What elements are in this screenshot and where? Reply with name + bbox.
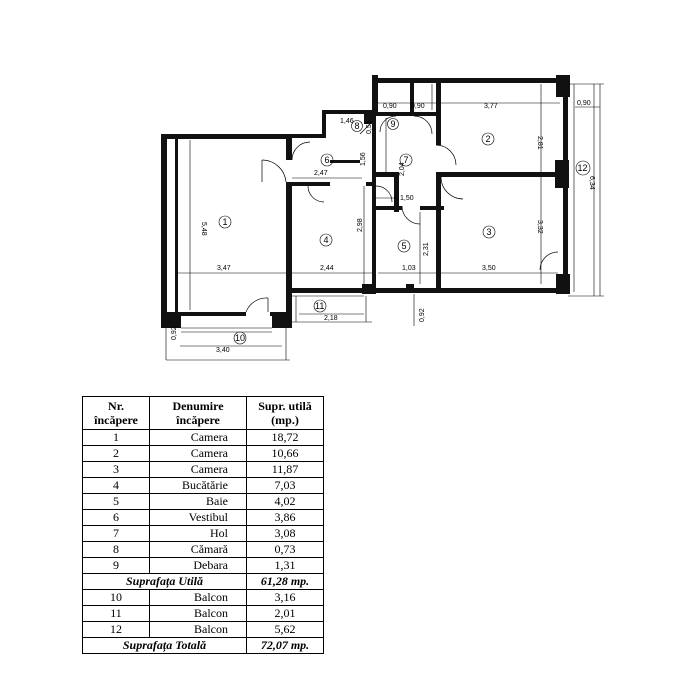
header-nr: Nr. încăpere <box>82 396 150 430</box>
dim-r5-height: 2,31 <box>423 242 430 256</box>
room-marker-2: 2 <box>481 132 495 146</box>
svg-text:5: 5 <box>402 241 407 251</box>
dim-r11-width: 2,18 <box>324 315 338 322</box>
dim-r7-width: 1,56 <box>360 152 367 166</box>
svg-text:1: 1 <box>223 217 228 227</box>
dim-r3-height: 3,32 <box>536 220 543 234</box>
room-marker-10: 10 <box>233 331 247 345</box>
svg-text:3: 3 <box>487 227 492 237</box>
room-marker-4: 4 <box>319 233 333 247</box>
room-marker-12: 12 <box>575 160 591 176</box>
dim-r4-height: 2,98 <box>357 218 364 232</box>
svg-text:6: 6 <box>325 155 330 165</box>
svg-text:9: 9 <box>391 119 396 129</box>
floor-plan: 5,48 3,47 0,92 3,40 2,47 2,44 2,98 1,03 … <box>161 75 604 361</box>
balcony-outlines <box>165 83 604 361</box>
walls <box>161 75 570 328</box>
svg-text:8: 8 <box>355 121 360 131</box>
dim-r4-width: 2,44 <box>320 265 334 272</box>
dim-r7-width2: 1,50 <box>400 195 414 202</box>
svg-text:4: 4 <box>324 235 329 245</box>
dim-r3-width: 3,50 <box>482 265 496 272</box>
dimension-lines <box>176 84 600 347</box>
dim-r9-width: 0,90 <box>383 103 397 110</box>
room-marker-7: 7 <box>399 153 413 167</box>
dim-r12-width: 0,90 <box>577 100 591 107</box>
dim-r1-width: 3,47 <box>217 265 231 272</box>
svg-text:7: 7 <box>404 155 409 165</box>
svg-text:2: 2 <box>486 134 491 144</box>
svg-text:12: 12 <box>578 163 588 173</box>
dim-r8-width: 1,46 <box>340 118 354 125</box>
svg-text:10: 10 <box>235 333 245 343</box>
room-marker-11: 11 <box>313 299 327 313</box>
room-marker-1: 1 <box>218 215 232 229</box>
dim-r5-width: 1,03 <box>402 265 416 272</box>
door-swings <box>245 115 559 313</box>
dim-r8-height: 0,55 <box>366 120 373 134</box>
room-marker-6: 6 <box>320 153 334 167</box>
room-marker-9: 9 <box>387 118 399 130</box>
header-area: Supr. utilă (mp.) <box>246 396 324 430</box>
dim-r7-height: 2,04 <box>399 162 406 176</box>
svg-text:11: 11 <box>315 301 324 311</box>
useful-area-value: 61,28 mp. <box>246 573 324 590</box>
dim-r11-height: 0,92 <box>419 308 426 322</box>
useful-area-label: Suprafața Utilă <box>82 573 247 590</box>
dim-r9-width2: 0,90 <box>411 103 425 110</box>
dim-r2-height: 2,81 <box>536 136 543 150</box>
total-area-label: Suprafața Totală <box>82 637 247 654</box>
room-markers: 1 2 3 4 5 6 7 8 9 10 11 12 <box>218 118 591 345</box>
table-header-row: Nr. încăpere Denumire încăpere Supr. uti… <box>82 396 324 430</box>
dim-r12-height: 6,34 <box>588 176 595 190</box>
total-area-value: 72,07 mp. <box>246 637 324 654</box>
header-name: Denumire încăpere <box>149 396 247 430</box>
room-marker-3: 3 <box>482 225 496 239</box>
dim-r2-width: 3,77 <box>484 103 498 110</box>
dim-r10-height: 0,92 <box>171 326 178 340</box>
total-area-row: Suprafața Totală 72,07 mp. <box>82 637 324 654</box>
dim-r6-width: 2,47 <box>314 170 328 177</box>
room-marker-5: 5 <box>397 239 411 253</box>
dimension-labels: 5,48 3,47 0,92 3,40 2,47 2,44 2,98 1,03 … <box>171 100 595 354</box>
room-table: Nr. încăpere Denumire încăpere Supr. uti… <box>82 396 324 654</box>
dim-r1-height: 5,48 <box>200 222 207 236</box>
useful-area-row: Suprafața Utilă 61,28 mp. <box>82 573 324 590</box>
room-marker-8: 8 <box>351 120 363 132</box>
dim-r10-width: 3,40 <box>216 347 230 354</box>
